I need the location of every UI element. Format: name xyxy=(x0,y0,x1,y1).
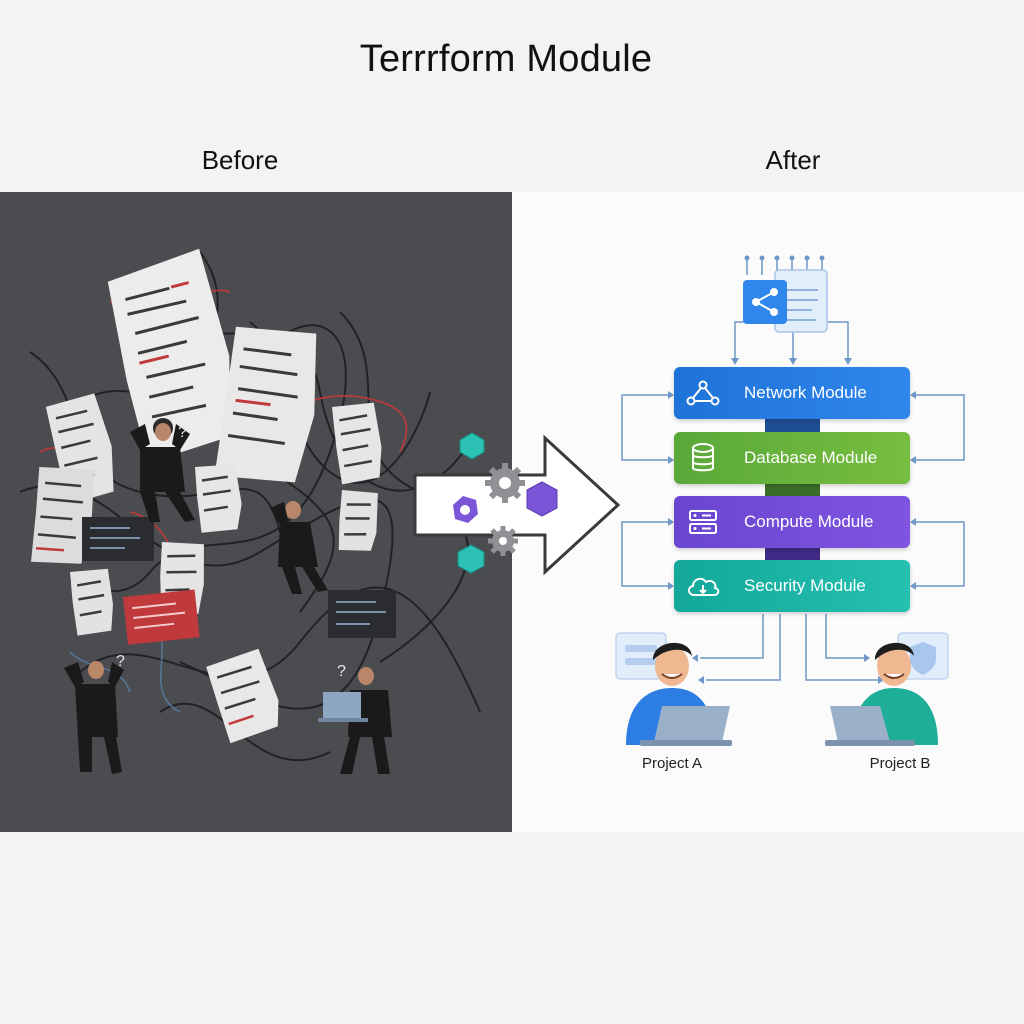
error-window xyxy=(123,589,200,645)
database-module: Database Module xyxy=(674,432,910,484)
network-icon xyxy=(686,380,720,406)
security-module: Security Module xyxy=(674,560,910,612)
page-title: Terrrform Module xyxy=(359,38,653,80)
compute-module: Compute Module xyxy=(674,496,910,548)
crumpled-documents xyxy=(31,248,382,744)
cloud-icon xyxy=(688,577,720,596)
after-label: After xyxy=(765,145,821,175)
svg-text:?: ? xyxy=(337,663,346,680)
confused-person xyxy=(270,501,328,594)
document xyxy=(70,568,113,636)
server-icon xyxy=(689,510,717,534)
confused-person: ? xyxy=(130,418,195,522)
project-a-label: Project A xyxy=(641,755,703,772)
before-panel: ? ? ? xyxy=(0,192,512,832)
network-module-label: Network Module xyxy=(744,383,867,402)
svg-text:?: ? xyxy=(178,424,187,441)
project-b-label: Project B xyxy=(869,755,931,772)
database-module-label: Database Module xyxy=(744,448,878,467)
before-label: Before xyxy=(201,145,279,175)
confused-person: ? xyxy=(64,653,125,774)
document xyxy=(338,490,378,551)
document xyxy=(332,402,382,485)
database-icon xyxy=(692,443,714,472)
terminal-window xyxy=(82,517,154,561)
document xyxy=(195,464,242,533)
confused-person-laptop: ? xyxy=(318,663,392,774)
document xyxy=(31,466,95,564)
compute-module-label: Compute Module xyxy=(744,512,874,531)
security-module-label: Security Module xyxy=(744,576,866,595)
document xyxy=(206,648,279,744)
network-module: Network Module xyxy=(674,367,910,419)
terminal-window xyxy=(328,590,396,638)
document xyxy=(214,326,317,483)
svg-text:?: ? xyxy=(116,653,125,670)
document xyxy=(107,248,231,463)
messy-illustration: ? ? ? xyxy=(19,248,481,774)
